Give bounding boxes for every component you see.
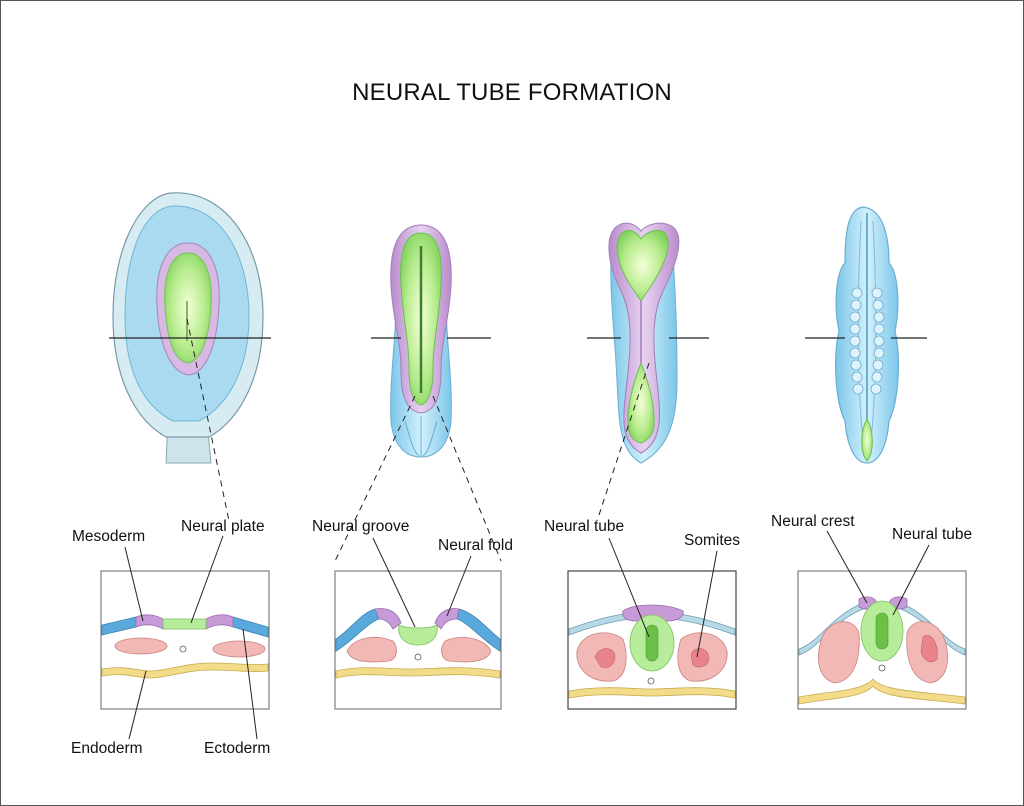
label-neural-plate: Neural plate	[181, 518, 265, 535]
embryo-stage-1	[112, 192, 264, 464]
leader-lines	[124, 530, 930, 740]
cross-section-1	[100, 570, 270, 710]
cross-section-2	[334, 570, 502, 710]
cs1-crest-right	[205, 614, 234, 630]
embryo-1-neural-plate	[164, 252, 212, 364]
label-neural-tube-stage-4: Neural tube	[892, 526, 973, 543]
cs1-endoderm	[101, 662, 269, 679]
cross-section-3	[567, 570, 737, 710]
diagram-title: NEURAL TUBE FORMATION	[352, 79, 672, 106]
label-neural-crest: Neural crest	[771, 513, 855, 530]
cs2-neural-groove	[398, 624, 438, 646]
label-neural-groove: Neural groove	[312, 518, 410, 535]
cs4-somite-left	[818, 621, 860, 684]
embryo-stage-4	[835, 206, 899, 464]
embryo-3-purple-fold	[608, 222, 680, 454]
cs1-neural-plate	[162, 618, 207, 630]
label-endoderm: Endoderm	[71, 740, 143, 757]
cross-section-4	[797, 570, 967, 710]
cs3-endoderm	[568, 687, 736, 699]
cs2-endoderm	[335, 667, 501, 679]
embryo-3-brain-vesicles	[616, 230, 669, 302]
cs2-mesoderm-left	[346, 637, 397, 663]
label-mesoderm: Mesoderm	[72, 528, 146, 545]
label-somites: Somites	[684, 532, 740, 549]
label-ectoderm: Ectoderm	[204, 740, 271, 757]
label-neural-tube-stage-3: Neural tube	[544, 518, 625, 535]
cs1-mesoderm-left	[114, 637, 168, 655]
embryo-4-tail-neural	[861, 418, 873, 462]
cs3-ectoderm	[568, 612, 736, 636]
embryo-stage-2	[390, 224, 452, 458]
embryo-stage-3	[608, 222, 680, 464]
label-neural-fold: Neural fold	[438, 537, 513, 554]
cs2-mesoderm-right	[441, 637, 492, 663]
embryo-4-somites	[849, 287, 885, 395]
cs1-mesoderm-right	[212, 640, 266, 658]
cs2-neural-fold-right	[434, 608, 460, 630]
cs4-endoderm	[798, 678, 966, 705]
embryo-3-tail-groove	[627, 361, 655, 444]
dashed-connectors	[186, 318, 650, 562]
cs2-neural-fold-left	[374, 608, 402, 630]
